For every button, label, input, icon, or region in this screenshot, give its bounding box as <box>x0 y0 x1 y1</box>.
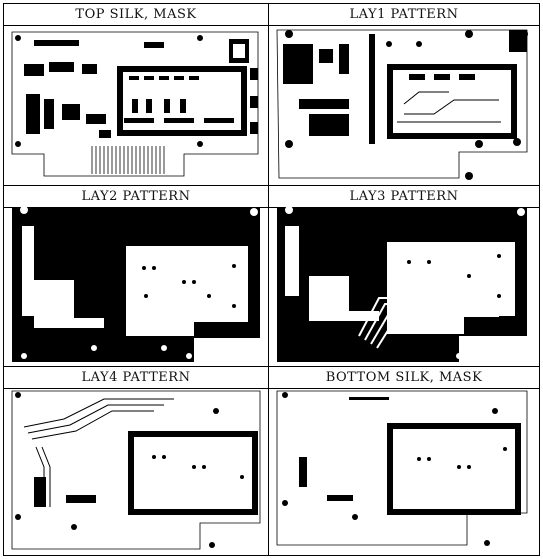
panel-top-silk: TOP SILK, MASK <box>4 4 268 185</box>
frame-left <box>3 3 4 556</box>
panel-title: LAY2 PATTERN <box>81 189 191 204</box>
panel-lay4: LAY4 PATTERN <box>4 367 268 555</box>
row-divider-1 <box>3 185 540 186</box>
frame-mid-vertical <box>268 3 269 556</box>
panel-title: LAY1 PATTERN <box>349 7 459 22</box>
panel-lay3: LAY3 PATTERN <box>269 186 539 366</box>
panel-lay2: LAY2 PATTERN <box>4 186 268 366</box>
top-silk-board <box>11 31 259 177</box>
title-divider-1 <box>3 25 540 26</box>
panel-title: TOP SILK, MASK <box>75 7 197 22</box>
panel-lay1: LAY1 PATTERN <box>269 4 539 185</box>
panel-title: LAY4 PATTERN <box>81 370 191 385</box>
frame-right <box>539 3 540 556</box>
panel-title: BOTTOM SILK, MASK <box>325 370 483 385</box>
lay2-board <box>12 206 260 362</box>
row-divider-2 <box>3 366 540 367</box>
panel-title: LAY3 PATTERN <box>349 189 459 204</box>
panel-bottom-silk: BOTTOM SILK, MASK <box>269 367 539 555</box>
lay1-board <box>276 29 528 180</box>
frame-bottom <box>3 555 540 556</box>
lay4-board <box>11 390 261 550</box>
bottom-silk-board <box>276 390 528 546</box>
title-divider-2 <box>3 207 540 208</box>
title-divider-3 <box>3 388 540 389</box>
lay3-board <box>277 206 527 362</box>
frame-top <box>3 3 540 4</box>
